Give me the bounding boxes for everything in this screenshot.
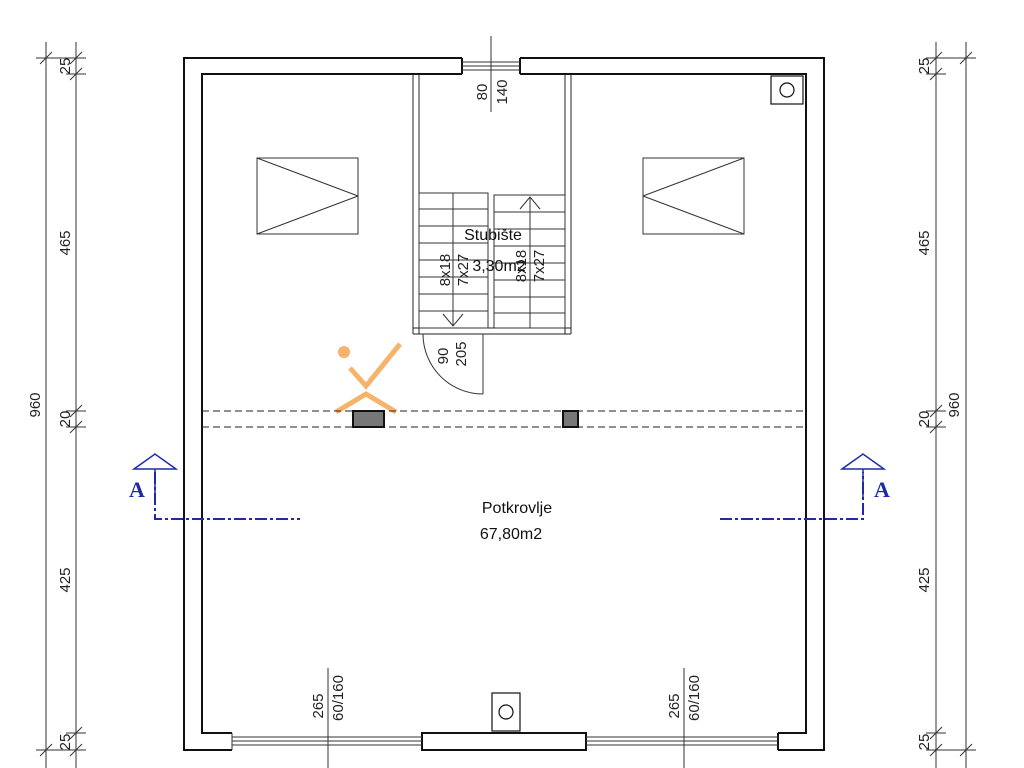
bottom-window-left-size: 60/160 xyxy=(330,675,347,721)
bottom-window-right xyxy=(586,668,778,768)
stair-flight-right xyxy=(493,194,566,329)
ridge-beam xyxy=(202,410,806,428)
section-line-left xyxy=(154,472,300,520)
stair-well xyxy=(412,74,572,335)
beam-post-left xyxy=(352,410,385,428)
bottom-window-right-width: 265 xyxy=(666,693,683,718)
top-window-width: 80 xyxy=(474,84,491,101)
left-dim-beam: 20 xyxy=(57,411,74,428)
right-dim-bottom-wall: 25 xyxy=(916,734,933,751)
door-width: 90 xyxy=(435,348,452,365)
left-dim-upper: 465 xyxy=(57,230,74,255)
section-arrow-right xyxy=(839,453,887,470)
right-dim-upper: 465 xyxy=(916,230,933,255)
stairs-room-name: Stubište xyxy=(464,227,522,244)
top-window xyxy=(462,36,520,112)
stair-left-steps: 8x18 xyxy=(437,254,454,287)
door-swing xyxy=(422,333,484,395)
left-dim-total: 960 xyxy=(27,392,44,417)
right-dimension-chain xyxy=(926,42,976,768)
outer-walls xyxy=(183,57,825,751)
section-arrow-left xyxy=(131,453,179,470)
attic-room-name: Potkrovlje xyxy=(482,500,552,517)
left-dim-top-wall: 25 xyxy=(57,58,74,75)
stair-flight-left xyxy=(418,192,489,329)
stair-right-steps: 8x18 xyxy=(513,250,530,283)
section-line-right xyxy=(720,472,864,520)
right-dim-lower: 425 xyxy=(916,567,933,592)
right-dim-top-wall: 25 xyxy=(916,58,933,75)
vent-bottom xyxy=(491,692,521,732)
watermark-logo-icon xyxy=(334,342,402,415)
section-mark-left: A xyxy=(129,477,145,502)
left-dimension-chain xyxy=(36,42,86,768)
section-mark-right: A xyxy=(874,477,890,502)
bottom-window-left xyxy=(231,668,422,768)
bottom-window-right-size: 60/160 xyxy=(686,675,703,721)
skylight-left xyxy=(256,157,359,235)
bottom-window-left-width: 265 xyxy=(310,693,327,718)
top-window-height: 140 xyxy=(494,79,511,104)
skylight-right xyxy=(642,157,745,235)
left-dim-bottom-wall: 25 xyxy=(57,734,74,751)
left-dim-lower: 425 xyxy=(57,567,74,592)
right-dim-total: 960 xyxy=(946,392,963,417)
stair-left-tread: 7x27 xyxy=(455,254,472,287)
right-dim-beam: 20 xyxy=(916,411,933,428)
attic-room-area: 67,80m2 xyxy=(480,526,542,543)
stairs-room-area: 3,30m2 xyxy=(472,258,525,275)
beam-post-right xyxy=(562,410,579,428)
door-height: 205 xyxy=(453,341,470,366)
stair-right-tread: 7x27 xyxy=(531,250,548,283)
vent-top-right xyxy=(770,75,804,105)
